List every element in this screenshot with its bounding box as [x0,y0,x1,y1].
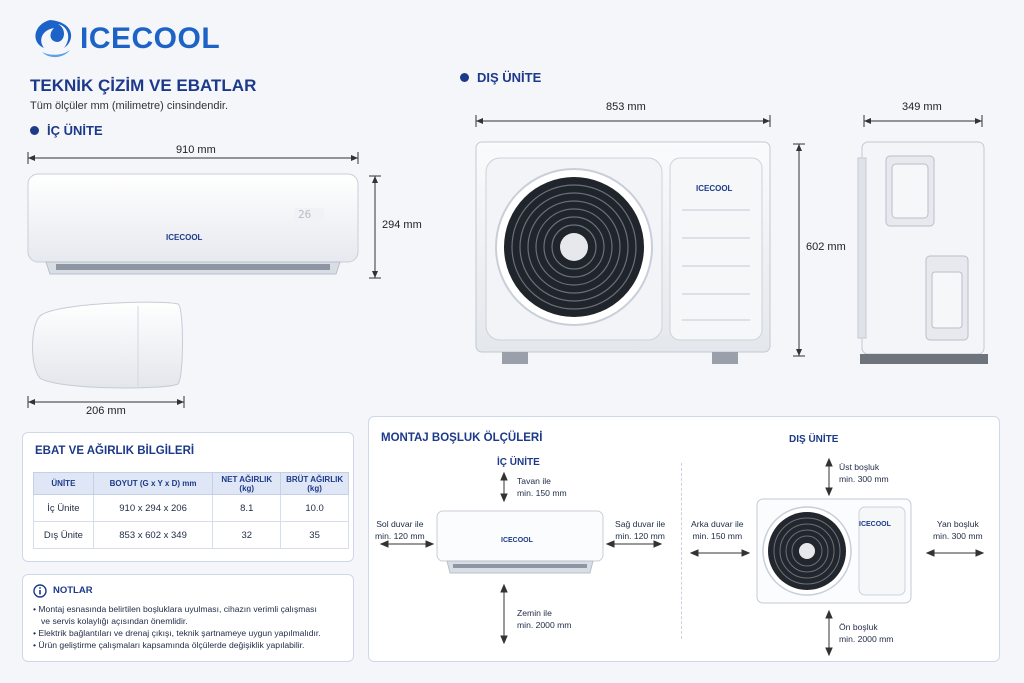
clearance-value: min. 150 mm [692,531,743,541]
outdoor-height-label: 602 mm [806,241,846,253]
clearance-indoor-top: Tavan ile min. 150 mm [517,475,567,499]
clearance-outdoor-right: Yan boşluk min. 300 mm [933,518,983,542]
table-cell: Dış Ünite [33,521,94,549]
clearance-label: Üst boşluk [839,462,880,472]
clearance-value: min. 120 mm [615,531,665,541]
outdoor-unit-side [857,141,988,364]
clearance-outdoor-logo: ICECOOL [859,521,891,528]
page-title: TEKNİK ÇİZİM VE EBATLAR [30,76,257,95]
bullet-icon [460,73,469,82]
clearance-label: Arka duvar ile [691,519,744,529]
clearance-indoor-arrows [379,471,663,645]
clearance-label: Yan boşluk [936,519,979,529]
outdoor-section-title: DIŞ ÜNİTE [477,70,542,85]
brand-name: ICECOOL [80,22,221,55]
table-cell: İç Ünite [33,494,94,522]
clearance-value: min. 150 mm [517,488,567,498]
specs-title: EBAT VE AĞIRLIK BİLGİLERİ [35,445,195,457]
clearance-label: Sağ duvar ile [615,519,666,529]
clearance-value: min. 120 mm [375,531,425,541]
clearance-value: min. 2000 mm [839,634,894,644]
clearance-outdoor-bottom: Ön boşluk min. 2000 mm [839,621,893,645]
outdoor-section-header: DIŞ ÜNİTE [460,70,541,85]
panel-divider [681,463,682,639]
clearance-label: Ön boşluk [839,622,878,632]
note-line: • Ürün geliştirme çalışmaları kapsamında… [33,640,305,650]
indoor-depth-label: 206 mm [86,405,126,417]
indoor-display-readout: 26 [298,208,312,221]
clearance-value: min. 2000 mm [517,620,572,630]
outdoor-width-label: 853 mm [606,101,646,113]
notes-panel: NOTLAR • Montaj esnasında belirtilen boş… [22,574,354,662]
outdoor-unit-logo: ICECOOL [696,184,733,193]
specs-header-unit: ÜNİTE [33,472,94,495]
specs-header-size: BOYUT (G x Y x D) mm [92,472,214,495]
indoor-width-dimension [27,152,359,164]
table-row: İç Ünite 910 x 294 x 206 8.1 10.0 [33,494,349,522]
table-cell: 35 [280,521,349,549]
clearance-panel: MONTAJ BOŞLUK ÖLÇÜLERİ İÇ ÜNİTE DIŞ ÜNİT… [368,416,1000,662]
clearance-indoor-unit [436,510,604,574]
specs-panel: EBAT VE AĞIRLIK BİLGİLERİ ÜNİTE BOYUT (G… [22,432,354,562]
indoor-unit-logo: ICECOOL [166,233,203,242]
bullet-icon [30,126,39,135]
clearance-value: min. 300 mm [933,531,983,541]
indoor-section-header: İÇ ÜNİTE [30,123,103,138]
note-line: ve servis kolaylığı açısından önemlidir. [41,616,188,626]
clearance-indoor-title: İÇ ÜNİTE [497,457,540,468]
table-cell: 32 [212,521,282,549]
note-line: • Elektrik bağlantıları ve drenaj çıkışı… [33,628,321,638]
clearance-indoor-bottom: Zemin ile min. 2000 mm [517,607,571,631]
indoor-height-dimension [369,175,381,279]
clearance-outdoor-top: Üst boşluk min. 300 mm [839,461,889,485]
indoor-height-label: 294 mm [382,219,422,231]
indoor-depth-dimension [27,396,185,408]
clearance-value: min. 300 mm [839,474,889,484]
page-subtitle: Tüm ölçüler mm (milimetre) cinsindendir. [30,100,229,112]
brand-logo-icon [35,20,72,58]
clearance-outdoor-unit [756,498,912,604]
indoor-unit-side [32,301,183,389]
clearance-indoor-left: Sol duvar ile min. 120 mm [375,518,425,542]
table-cell: 910 x 294 x 206 [92,494,214,522]
note-line: • Montaj esnasında belirtilen boşluklara… [33,604,317,614]
indoor-width-label: 910 mm [176,144,216,156]
specs-header-gross: BRÜT AĞIRLIK (kg) [280,472,349,495]
outdoor-width-dimension [475,115,771,127]
info-icon [33,584,47,598]
clearance-outdoor-title: DIŞ ÜNİTE [789,434,839,445]
clearance-outdoor-arrows [689,457,985,657]
outdoor-height-dimension [793,143,805,357]
clearance-outdoor-left: Arka duvar ile min. 150 mm [691,518,744,542]
outdoor-unit-front [475,141,771,364]
indoor-section-title: İÇ ÜNİTE [47,123,103,138]
clearance-label: Sol duvar ile [376,519,424,529]
clearance-indoor-logo: ICECOOL [501,537,533,544]
notes-title: NOTLAR [53,585,93,596]
indoor-unit-front [27,173,359,275]
outdoor-depth-label: 349 mm [902,101,942,113]
table-cell: 10.0 [280,494,349,522]
clearance-title: MONTAJ BOŞLUK ÖLÇÜLERİ [381,432,543,444]
table-cell: 853 x 602 x 349 [92,521,214,549]
clearance-label: Tavan ile [517,476,551,486]
table-row: Dış Ünite 853 x 602 x 349 32 35 [33,521,349,549]
clearance-label: Zemin ile [517,608,552,618]
specs-header-net: NET AĞIRLIK (kg) [212,472,282,495]
table-cell: 8.1 [212,494,282,522]
specs-table: ÜNİTE BOYUT (G x Y x D) mm NET AĞIRLIK (… [33,472,349,549]
outdoor-depth-dimension [863,115,983,127]
clearance-indoor-right: Sağ duvar ile min. 120 mm [615,518,665,542]
